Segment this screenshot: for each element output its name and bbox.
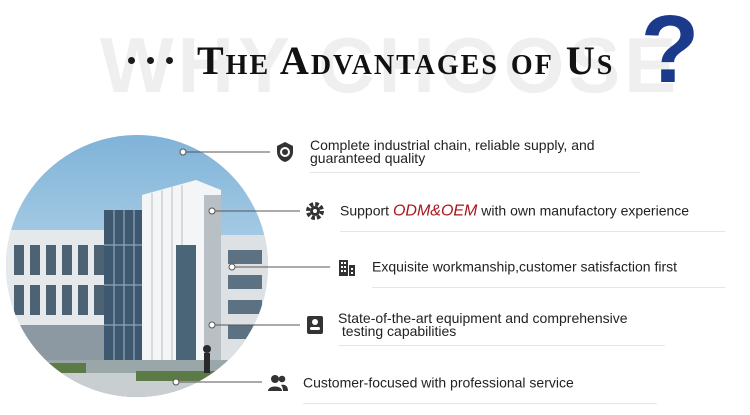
advantage-item-equipment: State-of-the-art equipment and comprehen… [300, 303, 665, 347]
advantage-text: Support ODM&OEM with own manufactory exp… [340, 202, 690, 220]
divider [372, 287, 725, 288]
advantage-text: State-of-the-art equipment and comprehen… [338, 310, 628, 339]
advantage-text: Exquisite workmanship,customer satisfact… [372, 258, 677, 275]
divider [340, 231, 725, 232]
advantage-item-quality: Complete industrial chain, reliable supp… [270, 130, 640, 174]
divider [310, 172, 640, 173]
odm-oem-highlight: ODM&OEM [392, 202, 478, 220]
advantage-text: Complete industrial chain, reliable supp… [310, 137, 595, 166]
gear-icon [303, 199, 327, 223]
question-mark: ? [640, 0, 700, 103]
page-title: The Advantages of Us [197, 38, 615, 83]
divider [338, 345, 665, 346]
divider [303, 403, 657, 404]
advantage-item-odm-oem: Support ODM&OEM with own manufactory exp… [300, 189, 725, 233]
buildings-icon [335, 255, 359, 279]
building-photo [6, 135, 268, 397]
background-watermark-text: WHY CHOOSE US [100, 21, 700, 109]
advantage-item-workmanship: Exquisite workmanship,customer satisfact… [330, 245, 725, 289]
advantage-item-service: Customer-focused with professional servi… [262, 361, 657, 405]
advantage-text: Customer-focused with professional servi… [303, 374, 574, 391]
users-icon [266, 371, 290, 395]
title-dots [128, 54, 178, 68]
shield-icon [273, 140, 297, 164]
id-badge-icon [303, 313, 327, 337]
